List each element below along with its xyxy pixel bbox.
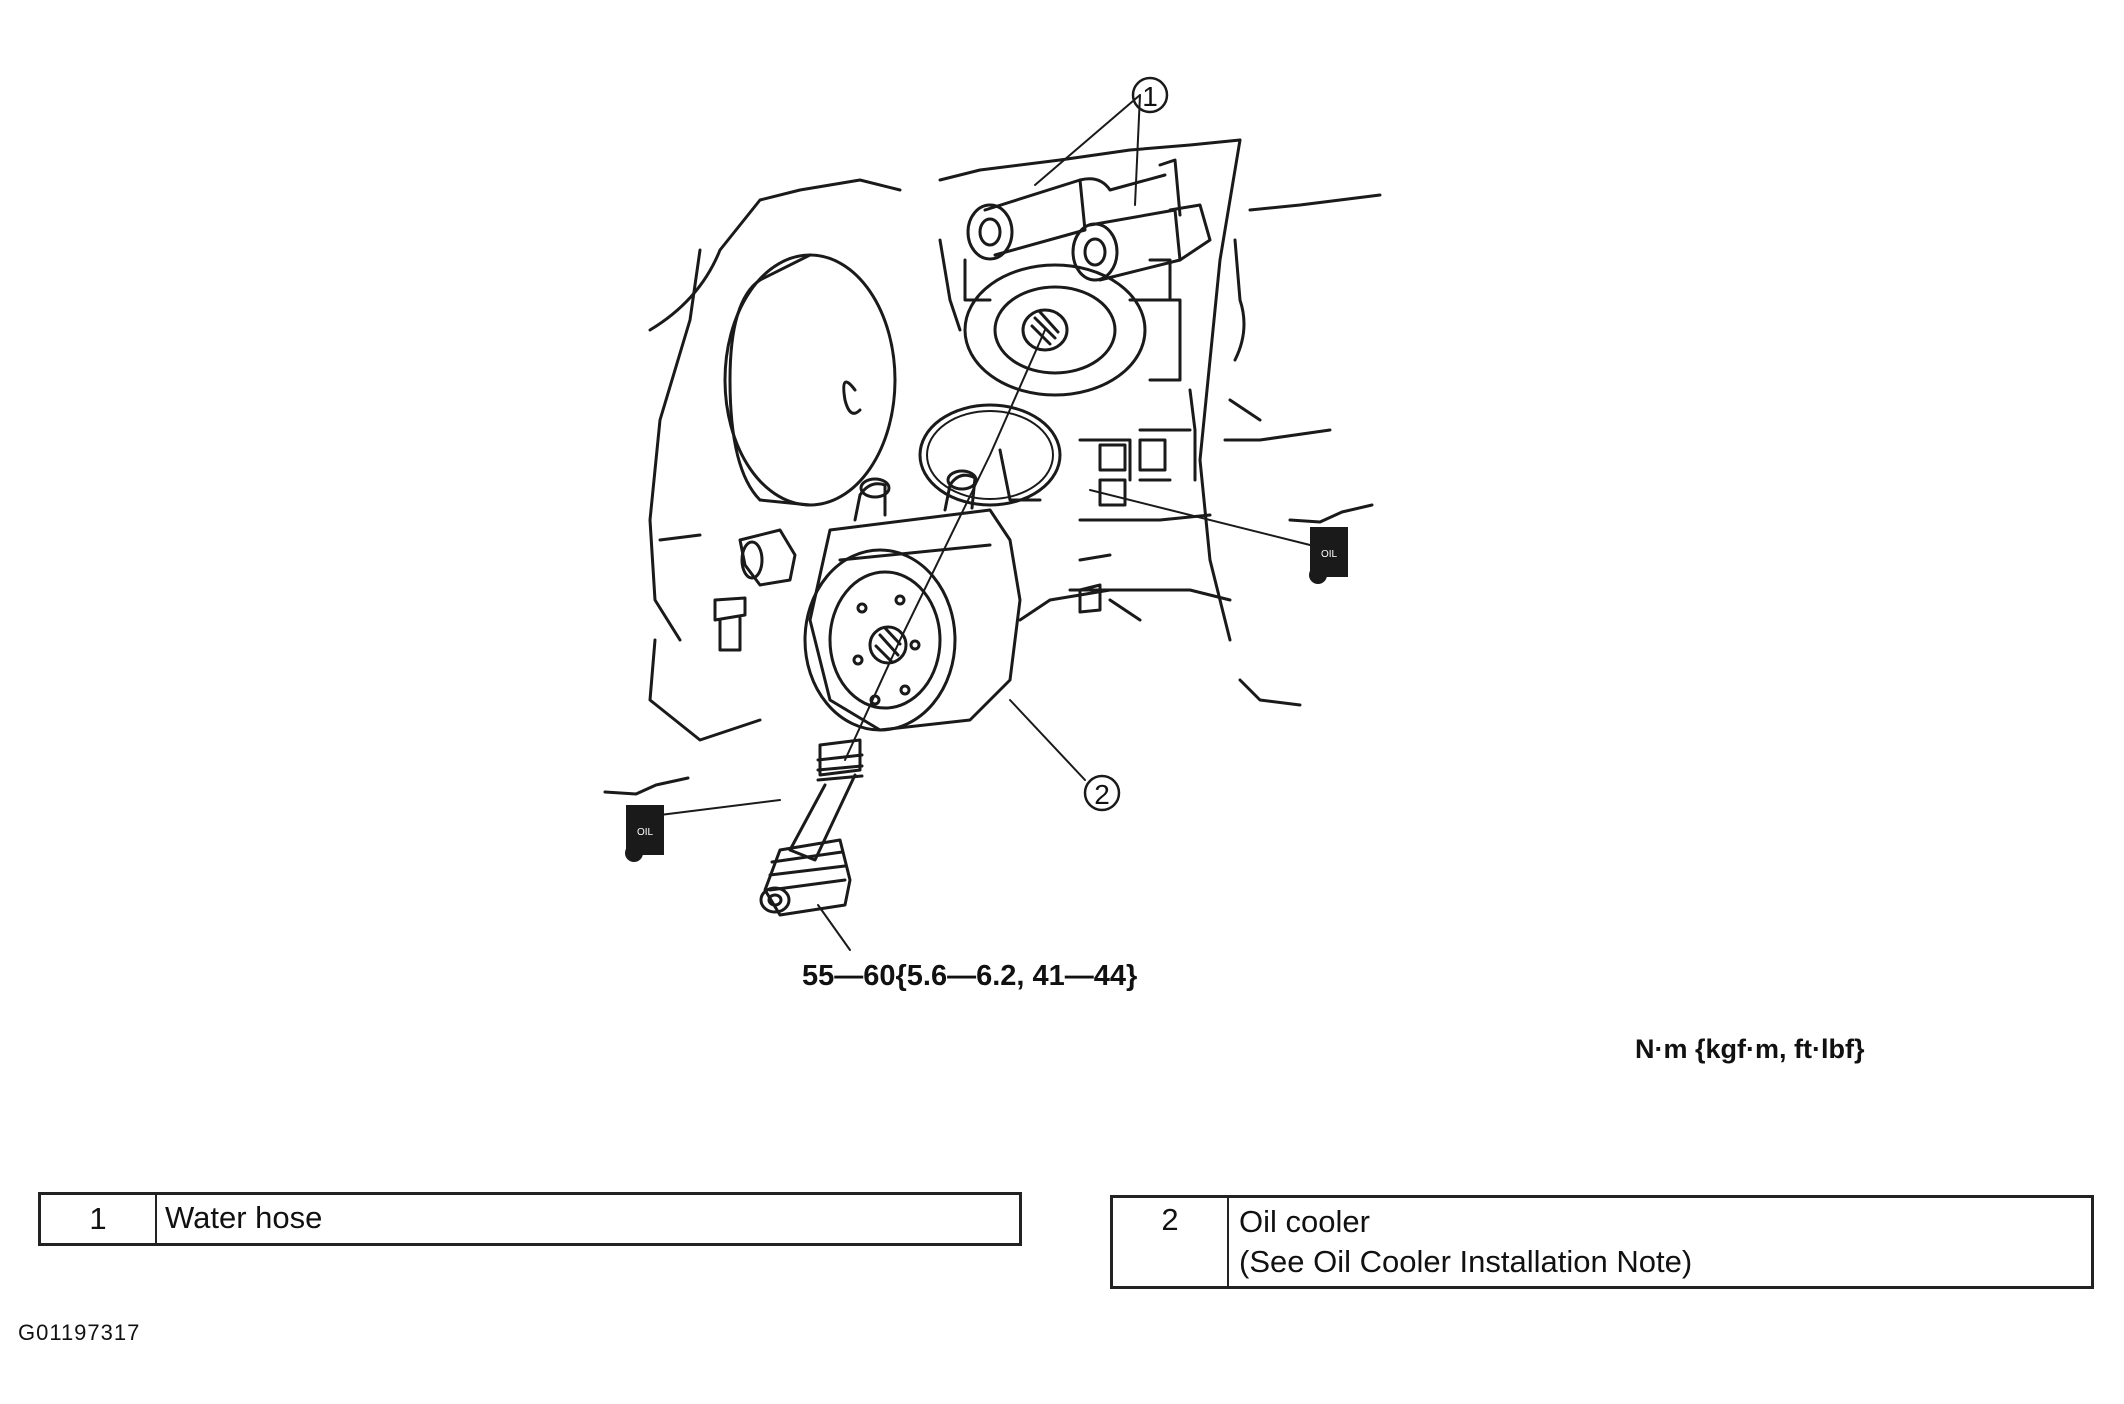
- legend-description: Water hose: [155, 1192, 1022, 1246]
- legend-description: Oil cooler (See Oil Cooler Installation …: [1227, 1195, 2094, 1289]
- o-ring: [918, 403, 1062, 507]
- svg-text:2: 2: [1094, 779, 1110, 810]
- figure-id: G01197317: [18, 1320, 141, 1345]
- crankshaft-pulley: [723, 253, 897, 507]
- legend-line: Oil cooler: [1239, 1204, 1370, 1239]
- legend-number: 2: [1110, 1195, 1229, 1289]
- o-ring-inner: [926, 410, 1054, 500]
- engine-block-outline: [648, 138, 1382, 742]
- apply-oil-icon: OIL: [1288, 503, 1374, 584]
- svg-text:1: 1: [1142, 81, 1158, 112]
- legend-row-oil-cooler: 2 Oil cooler (See Oil Cooler Installatio…: [1110, 1195, 2094, 1289]
- torque-units: N·m {kgf·m, ft·lbf}: [1635, 1034, 1865, 1064]
- assembly-axis-lines: [844, 329, 1046, 761]
- svg-text:OIL: OIL: [1321, 549, 1338, 560]
- legend-line: (See Oil Cooler Installation Note): [1239, 1244, 1693, 1279]
- water-hose-lower: [1071, 158, 1212, 282]
- leader-lines: [659, 94, 1311, 951]
- oil-cooler: [803, 469, 1022, 732]
- oil-filter-mount: [963, 263, 1147, 397]
- side-bolt: [658, 528, 1102, 652]
- legend-number: 1: [38, 1192, 157, 1246]
- torque-spec: 55—60{5.6—6.2, 41—44}: [802, 960, 1137, 992]
- legend-row-water-hose: 1 Water hose: [38, 1192, 1022, 1246]
- svg-text:OIL: OIL: [637, 827, 654, 838]
- apply-oil-icon: OIL: [603, 776, 690, 862]
- union-bolt: [759, 738, 864, 917]
- water-hose-upper: [966, 173, 1167, 261]
- callout-1: 1: [1131, 76, 1169, 114]
- callout-2: 2: [1083, 774, 1121, 812]
